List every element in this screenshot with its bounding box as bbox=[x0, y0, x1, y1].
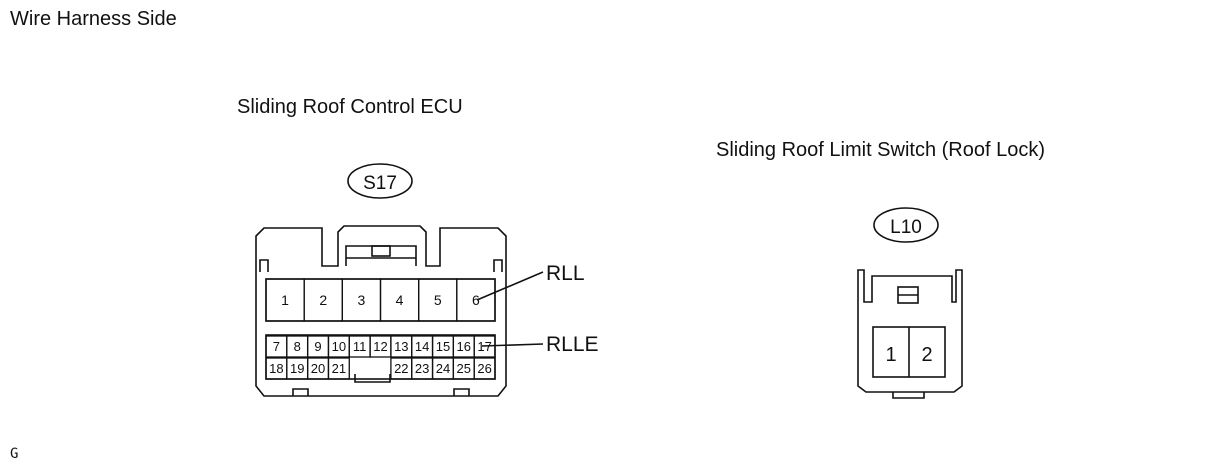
ecu-pin-number: 25 bbox=[457, 361, 471, 376]
ecu-pin-number: 10 bbox=[332, 339, 346, 354]
ecu-pin-number: 22 bbox=[394, 361, 408, 376]
ecu-pin-number: 19 bbox=[290, 361, 304, 376]
ecu-pin-number: 15 bbox=[436, 339, 450, 354]
ecu-pin-number: 13 bbox=[394, 339, 408, 354]
ecu-pin-number: 5 bbox=[434, 292, 442, 308]
ecu-pin-number: 7 bbox=[273, 339, 280, 354]
rll-label: RLL bbox=[546, 262, 585, 285]
limit-switch-title: Sliding Roof Limit Switch (Roof Lock) bbox=[716, 139, 1046, 161]
ecu-connector-code-badge bbox=[347, 163, 413, 199]
page-note: G bbox=[10, 446, 19, 462]
ecu-pin-number: 2 bbox=[319, 292, 327, 308]
limit-switch-connector-code: L10 bbox=[890, 217, 922, 238]
ecu-pin-number: 20 bbox=[311, 361, 325, 376]
ecu-connector-housing bbox=[255, 225, 507, 397]
ecu-pin-number: 4 bbox=[396, 292, 404, 308]
ecu-title: Sliding Roof Control ECU bbox=[237, 96, 463, 118]
ecu-pin-cell bbox=[456, 278, 496, 322]
rlle-leader-line bbox=[481, 343, 544, 347]
ecu-pin-number: 8 bbox=[294, 339, 301, 354]
ecu-pin-number: 26 bbox=[477, 361, 491, 376]
ecu-pin-number: 3 bbox=[358, 292, 366, 308]
ecu-pin-number: 24 bbox=[436, 361, 450, 376]
ecu-pin-cell bbox=[473, 335, 496, 358]
ecu-pin-number: 21 bbox=[332, 361, 346, 376]
limit-switch-pin-1: 1 bbox=[885, 344, 896, 366]
ecu-pin-number: 23 bbox=[415, 361, 429, 376]
rlle-label: RLLE bbox=[546, 333, 599, 356]
ecu-connector-code: S17 bbox=[363, 173, 397, 194]
ecu-pin-number: 1 bbox=[281, 292, 289, 308]
ecu-pin-number: 12 bbox=[373, 339, 387, 354]
ecu-pin-number: 6 bbox=[472, 292, 480, 308]
ecu-pin-number: 16 bbox=[457, 339, 471, 354]
limit-switch-pin-2: 2 bbox=[921, 344, 932, 366]
ecu-pin-number: 11 bbox=[353, 339, 367, 354]
ecu-pin-number: 14 bbox=[415, 339, 429, 354]
rll-leader-line bbox=[476, 271, 544, 301]
limit-switch-housing bbox=[857, 269, 963, 393]
ecu-pin-cell bbox=[327, 357, 350, 380]
ecu-pin-cell bbox=[473, 357, 496, 380]
ecu-pin-number: 9 bbox=[314, 339, 321, 354]
page-title: Wire Harness Side bbox=[10, 8, 177, 30]
limit-switch-code-badge bbox=[873, 207, 939, 243]
limit-switch-connector bbox=[857, 207, 963, 399]
ecu-pin-number: 18 bbox=[269, 361, 283, 376]
